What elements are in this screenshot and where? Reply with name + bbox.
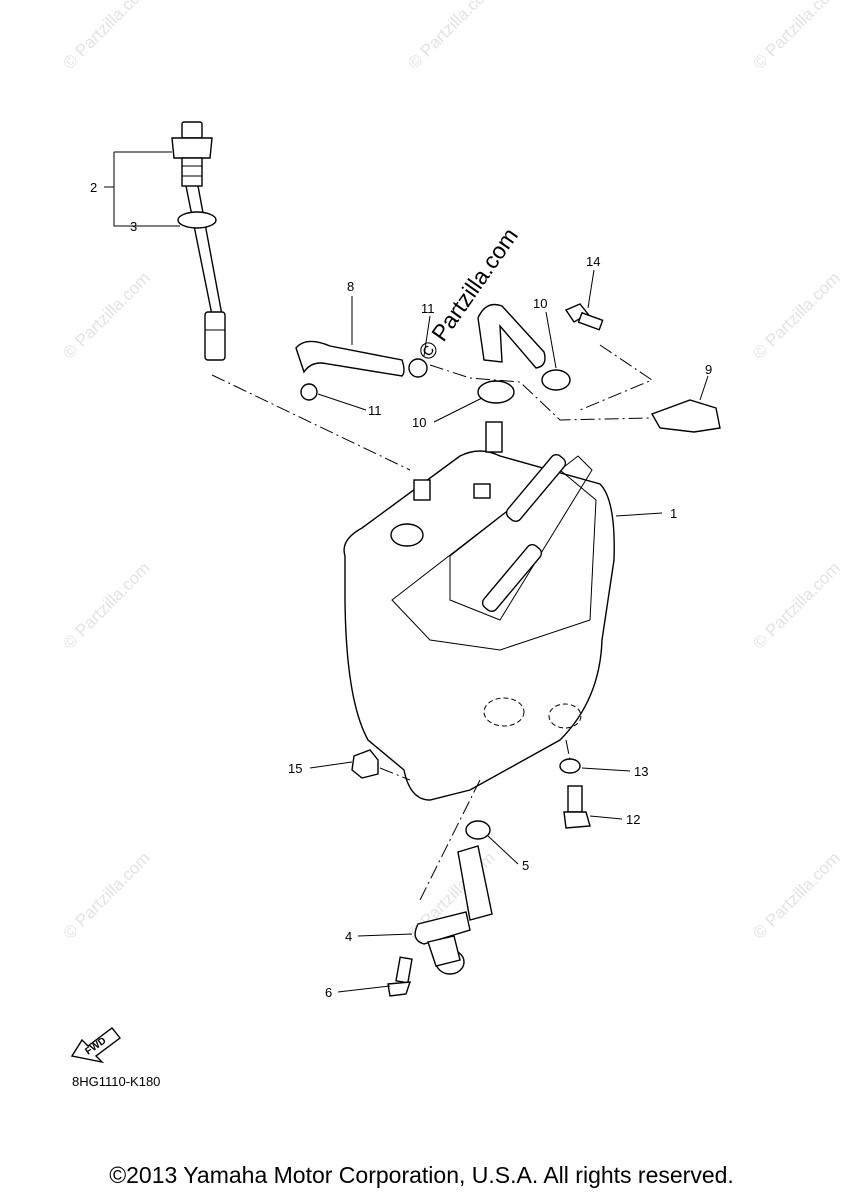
callout-8: 8 [347, 279, 354, 294]
watermark: © Partzilla.com [59, 268, 153, 362]
callout-2: 2 [90, 180, 97, 195]
callout-5: 5 [522, 858, 529, 873]
callout-10: 10 [533, 296, 547, 311]
watermark: © Partzilla.com [59, 0, 153, 73]
drain-bolt-12 [563, 785, 591, 829]
nut-15 [351, 749, 379, 779]
callout-4: 4 [345, 929, 352, 944]
bolt-6 [387, 956, 413, 997]
callout-11: 11 [368, 403, 382, 418]
breather-hose-8 [295, 340, 405, 377]
leader-lines [104, 151, 709, 993]
breather-pipe [477, 303, 546, 369]
watermark: © Partzilla.com [749, 268, 843, 362]
assembly-lines [211, 344, 654, 901]
callout-1: 1 [670, 506, 677, 521]
oil-tank-1 [343, 421, 615, 801]
callout-9: 9 [705, 362, 712, 377]
callout-10: 10 [412, 415, 426, 430]
watermark: © Partzilla.com [749, 558, 843, 652]
bolt-14 [564, 303, 604, 331]
fwd-arrow-icon: FWD [70, 1027, 121, 1064]
hose-joint-9 [650, 399, 721, 433]
callout-6: 6 [325, 985, 332, 1000]
diagram-part-code: 8HG1110-K180 [72, 1074, 161, 1089]
callout-3: 3 [130, 219, 137, 234]
callout-12: 12 [626, 812, 640, 827]
oil-level-gauge [171, 121, 226, 361]
watermark: © Partzilla.com [404, 0, 498, 73]
o-ring-3 [177, 211, 217, 229]
callout-13: 13 [634, 764, 648, 779]
watermark: © Partzilla.com [749, 848, 843, 942]
callout-15: 15 [288, 761, 302, 776]
callout-11: 11 [421, 301, 435, 316]
o-ring-5 [465, 820, 491, 840]
hose-clip-11 [300, 358, 428, 401]
copyright-footer: ©2013 Yamaha Motor Corporation, U.S.A. A… [109, 1162, 734, 1188]
callout-labels: 1 2 3 4 5 6 8 9 10 10 11 11 12 13 14 15 [90, 180, 712, 1000]
callout-14: 14 [586, 254, 600, 269]
watermark: © Partzilla.com [59, 848, 153, 942]
washer-13 [559, 758, 581, 774]
watermark-main: © Partzilla.com [413, 223, 523, 365]
watermark: © Partzilla.com [749, 0, 843, 73]
watermark: © Partzilla.com [59, 558, 153, 652]
oil-strainer-4 [414, 845, 493, 975]
hose-clamp-10 [477, 369, 571, 404]
